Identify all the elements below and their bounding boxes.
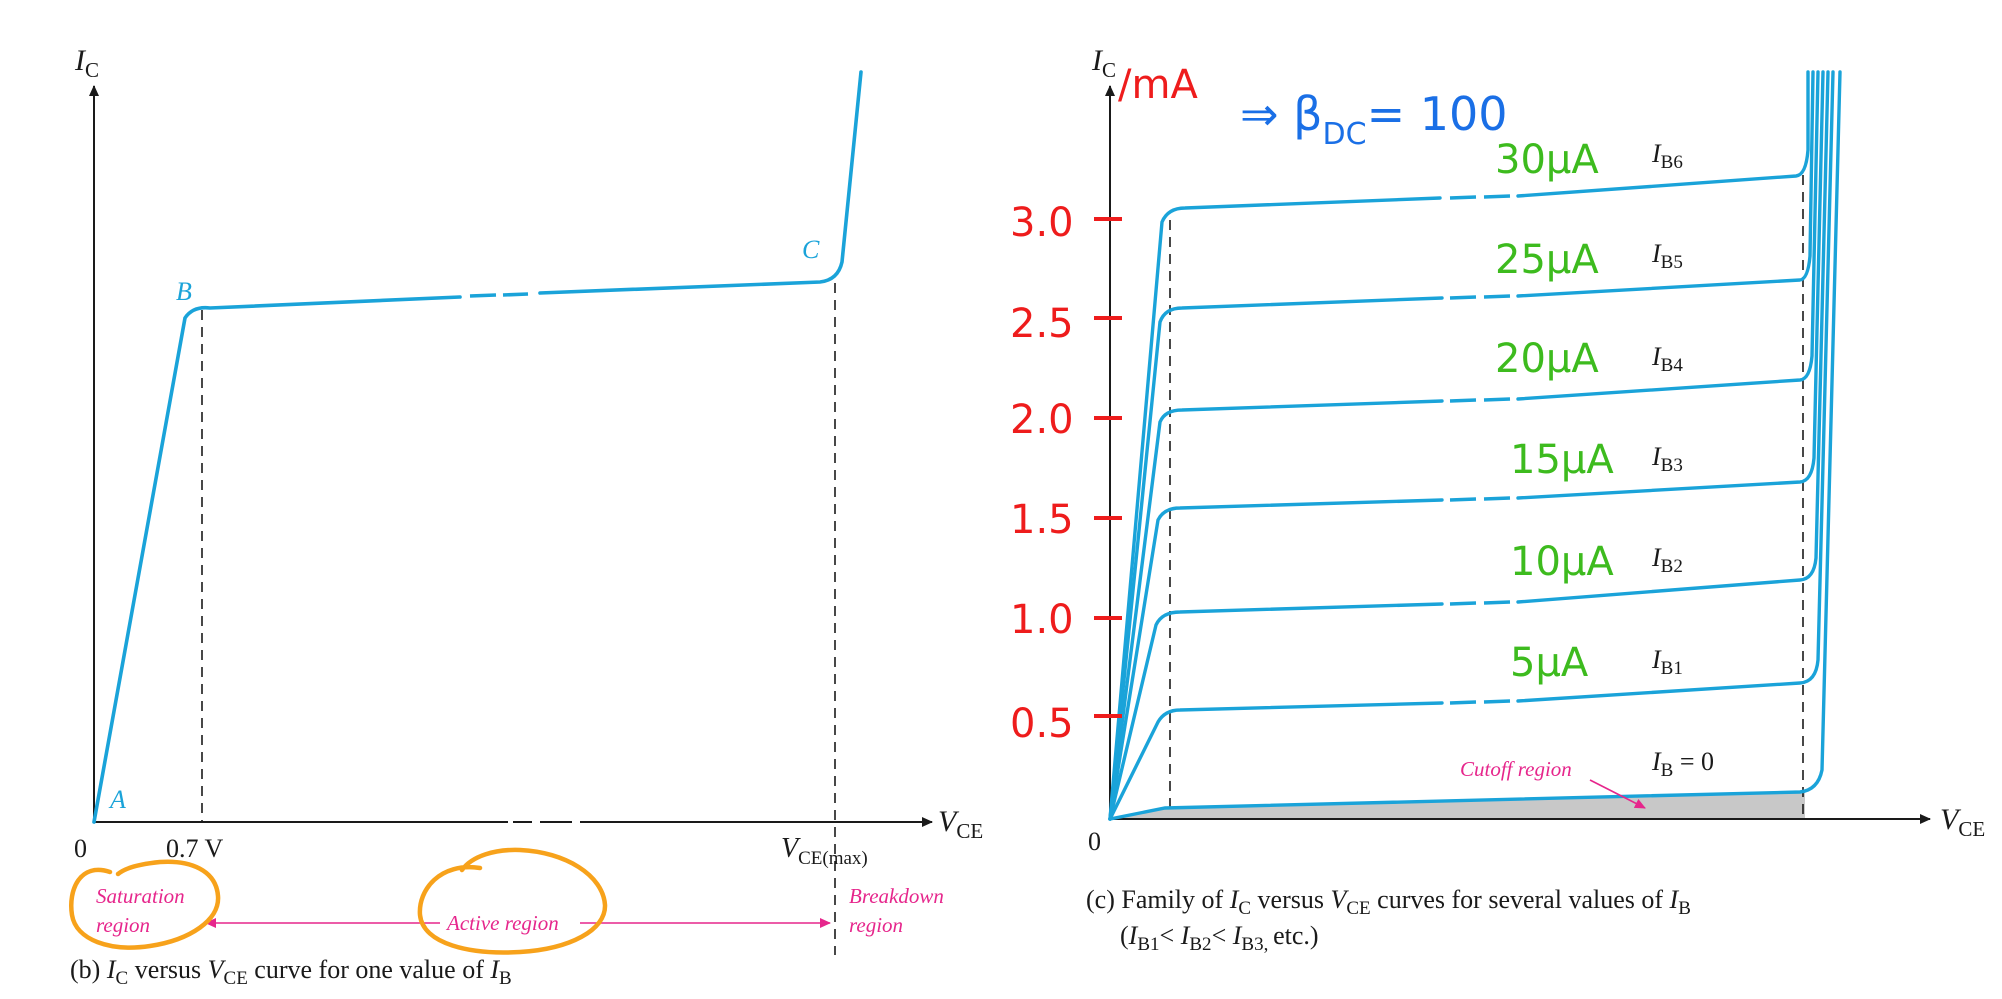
handwritten-ib5: 25μA: [1495, 237, 1599, 283]
curve-ib3-end: [1516, 70, 1825, 500]
tick-0.7v: 0.7 V: [166, 834, 224, 863]
point-b-label: B: [176, 277, 192, 306]
tick-label-0.5: 0.5: [1010, 701, 1074, 747]
origin-label: 0: [1088, 827, 1101, 856]
handwritten-ib4: 20μA: [1495, 336, 1599, 382]
tick-vce-max: VCE(max): [781, 833, 868, 869]
ib5-label: IB5: [1651, 239, 1683, 273]
ic-vce-curve-dash: [469, 293, 497, 298]
point-c-label: C: [802, 235, 820, 264]
curve-ib5-end: [1516, 70, 1815, 298]
curve-ib2: [1108, 602, 1444, 821]
curve-ib5: [1108, 296, 1444, 821]
panel-c: IC /mA ⇒ βDC= 100 VCE 0: [1010, 44, 1985, 955]
curve-ib1: [1108, 701, 1444, 821]
handwritten-y-ticks: 3.0 2.5 2.0 1.5 1.0 0.5: [1010, 200, 1122, 747]
handwritten-ib3: 15μA: [1510, 437, 1614, 483]
curve-ib5-dashes: [1449, 294, 1511, 300]
ib6-label: IB6: [1651, 139, 1683, 173]
handwritten-ib1: 5μA: [1510, 640, 1589, 686]
caption-c-line1: (c) Family of IC versus VCE curves for s…: [1086, 885, 1691, 919]
ic-vce-curve-part-1: [92, 295, 462, 824]
active-region-label: Active region: [445, 911, 559, 935]
curve-ib6-dashes: [1449, 194, 1511, 200]
curve-ib1-end: [1516, 70, 1835, 703]
ic-vce-curve-dash: [502, 292, 529, 297]
caption-c-line2: (IB1< IB2< IB3, etc.): [1120, 921, 1319, 955]
curve-ib4: [1108, 399, 1444, 821]
origin-label: 0: [74, 834, 87, 863]
point-a-label: A: [108, 785, 126, 814]
y-axis-label: IC: [1091, 44, 1116, 82]
curve-ib1-dashes: [1449, 699, 1511, 705]
y-axis-label: IC: [74, 44, 99, 82]
curve-ib2-dashes: [1449, 600, 1511, 606]
ib0-label: IB = 0: [1651, 747, 1714, 781]
tick-label-3.0: 3.0: [1010, 200, 1074, 246]
x-axis-label: VCE: [938, 805, 983, 843]
curve-ib3: [1108, 498, 1444, 821]
curve-ib2-end: [1516, 70, 1830, 604]
cutoff-region-shading: [1110, 792, 1805, 819]
curve-ib6: [1108, 196, 1442, 821]
tick-label-1.5: 1.5: [1010, 497, 1074, 543]
ib2-label: IB2: [1651, 543, 1683, 577]
curve-ib0: [1108, 70, 1842, 821]
tick-label-2.5: 2.5: [1010, 301, 1074, 347]
cutoff-region-label: Cutoff region: [1460, 757, 1572, 781]
curve-ib6-end: [1516, 70, 1810, 198]
orange-circle-saturation: [69, 859, 221, 950]
ib4-label: IB4: [1651, 342, 1683, 376]
caption-b: (b) IC versus VCE curve for one value of…: [70, 955, 512, 989]
ib1-label: IB1: [1651, 645, 1683, 679]
orange-circle-active: [417, 847, 608, 955]
beta-annotation: ⇒ βDC= 100: [1240, 87, 1508, 152]
curve-ib4-end: [1516, 70, 1820, 401]
curve-ib3-dashes: [1449, 496, 1511, 502]
curve-ib4-dashes: [1449, 397, 1511, 403]
y-unit-annotation: /mA: [1118, 62, 1198, 108]
ic-vce-curve-part-2: [538, 70, 863, 295]
handwritten-ib6: 30μA: [1495, 137, 1599, 183]
cutoff-arrow: [1589, 779, 1646, 809]
base-current-labels: 30μA IB6 25μA IB5 20μA IB4 15μA IB3 10μA…: [1495, 137, 1714, 781]
tick-label-2.0: 2.0: [1010, 397, 1074, 443]
curve-family: [1108, 70, 1835, 821]
panel-b: IC VCE 0 0.7 V VCE(max) A B C Saturation…: [69, 44, 983, 989]
tick-label-1.0: 1.0: [1010, 597, 1074, 643]
handwritten-ib2: 10μA: [1510, 539, 1614, 585]
ib3-label: IB3: [1651, 442, 1683, 476]
x-axis-label: VCE: [1940, 803, 1985, 841]
